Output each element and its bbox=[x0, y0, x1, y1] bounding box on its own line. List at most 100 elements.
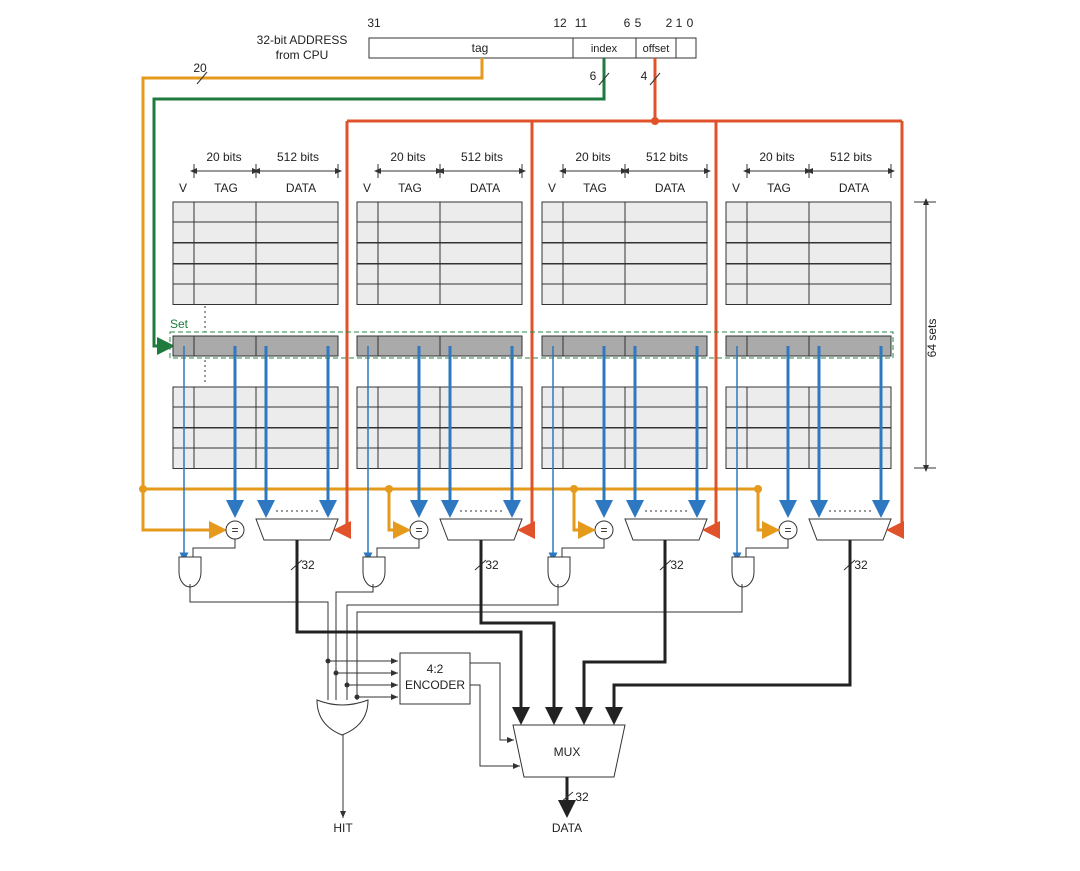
comparator-symbol: = bbox=[784, 523, 791, 537]
encoder-box bbox=[399, 652, 471, 705]
compare-to-and-wire bbox=[376, 539, 420, 560]
way-data-mux bbox=[439, 518, 523, 541]
tag-cell bbox=[562, 406, 626, 428]
tag-cell bbox=[377, 447, 441, 469]
way-data-mux bbox=[808, 518, 892, 541]
encoder-line2: ENCODER bbox=[405, 678, 465, 692]
valid-cell bbox=[356, 283, 379, 305]
data-cell bbox=[808, 283, 892, 305]
data-cell bbox=[808, 263, 892, 285]
data-cell bbox=[439, 242, 523, 264]
tag-bits-label: 20 bits bbox=[759, 150, 794, 164]
data-cell bbox=[808, 201, 892, 223]
data-path-way1 bbox=[295, 540, 530, 725]
tag-column-label: TAG bbox=[767, 181, 791, 195]
data-column-label: DATA bbox=[470, 181, 500, 195]
tag-cell bbox=[562, 221, 626, 243]
tag-cell bbox=[562, 283, 626, 305]
data-bus-label: 32 bbox=[301, 558, 315, 572]
tag-cell bbox=[377, 283, 441, 305]
tag-cell bbox=[377, 221, 441, 243]
bit-11: 11 bbox=[575, 16, 588, 30]
tag-branch bbox=[387, 489, 411, 539]
output-mux bbox=[512, 724, 626, 778]
tag-width-label: 20 bbox=[193, 61, 207, 75]
encoder-line1: 4:2 bbox=[427, 662, 444, 676]
and-gate bbox=[362, 556, 386, 588]
set-label: Set bbox=[170, 317, 189, 331]
tag-cell bbox=[193, 283, 257, 305]
data-bits-label: 512 bits bbox=[277, 150, 319, 164]
bit-1: 1 bbox=[676, 16, 683, 30]
data-cell bbox=[808, 221, 892, 243]
comparator-symbol: = bbox=[231, 523, 238, 537]
data-column-label: DATA bbox=[655, 181, 685, 195]
data-cell bbox=[624, 447, 708, 469]
data-path-way3 bbox=[575, 540, 667, 725]
tag-column-label: TAG bbox=[583, 181, 607, 195]
tag-field: tag bbox=[472, 41, 489, 55]
valid-column-label: V bbox=[179, 181, 187, 195]
and-gate bbox=[547, 556, 571, 588]
data-bus-label: 32 bbox=[670, 558, 684, 572]
comparator-symbol: = bbox=[600, 523, 607, 537]
data-cell bbox=[255, 221, 339, 243]
valid-cell bbox=[541, 201, 564, 223]
tag-cell bbox=[377, 201, 441, 223]
tag-cell bbox=[193, 447, 257, 469]
bit-5: 5 bbox=[635, 16, 642, 30]
tag-column-label: TAG bbox=[398, 181, 422, 195]
valid-cell bbox=[725, 283, 748, 305]
bit-12: 12 bbox=[553, 16, 567, 30]
tag-cell bbox=[377, 406, 441, 428]
tag-cell bbox=[562, 386, 626, 408]
data-cell bbox=[439, 201, 523, 223]
selected-tag-cell bbox=[377, 335, 441, 357]
bit-2: 2 bbox=[666, 16, 673, 30]
data-path-way4 bbox=[605, 540, 852, 725]
data-cell bbox=[624, 406, 708, 428]
and-gate bbox=[178, 556, 202, 588]
encoder-out-2 bbox=[470, 684, 520, 769]
tag-cell bbox=[562, 447, 626, 469]
valid-cell bbox=[172, 263, 195, 285]
data-cell bbox=[255, 447, 339, 469]
hit-label: HIT bbox=[333, 821, 353, 835]
bit-6: 6 bbox=[624, 16, 631, 30]
sets-label: 64 sets bbox=[925, 319, 939, 358]
selected-data-cell bbox=[439, 335, 523, 357]
tag-cell bbox=[746, 406, 810, 428]
data-cell bbox=[624, 263, 708, 285]
data-cell bbox=[439, 221, 523, 243]
data-cell bbox=[439, 427, 523, 449]
tag-junction bbox=[754, 485, 762, 493]
offset-select-line bbox=[333, 121, 351, 539]
data-cell bbox=[255, 386, 339, 408]
tag-bits-label: 20 bits bbox=[206, 150, 241, 164]
selected-data-cell bbox=[624, 335, 708, 357]
tag-cell bbox=[746, 283, 810, 305]
valid-cell bbox=[356, 263, 379, 285]
tag-column-label: TAG bbox=[214, 181, 238, 195]
tag-junction bbox=[385, 485, 393, 493]
valid-column-label: V bbox=[363, 181, 371, 195]
data-cell bbox=[624, 386, 708, 408]
or-gate bbox=[316, 699, 369, 736]
tag-cell bbox=[193, 263, 257, 285]
selected-data-cell bbox=[808, 335, 892, 357]
tag-bits-label: 20 bits bbox=[575, 150, 610, 164]
tag-cell bbox=[562, 263, 626, 285]
compare-to-and-wire bbox=[192, 539, 236, 560]
valid-cell bbox=[172, 201, 195, 223]
data-path-way2 bbox=[479, 540, 563, 725]
data-cell bbox=[255, 427, 339, 449]
hit-logic-wires bbox=[189, 584, 743, 700]
compare-to-and-wire bbox=[561, 539, 605, 560]
address-register: tag index offset bbox=[368, 37, 697, 59]
selected-tag-cell bbox=[746, 335, 810, 357]
tag-junction-main bbox=[139, 485, 147, 493]
